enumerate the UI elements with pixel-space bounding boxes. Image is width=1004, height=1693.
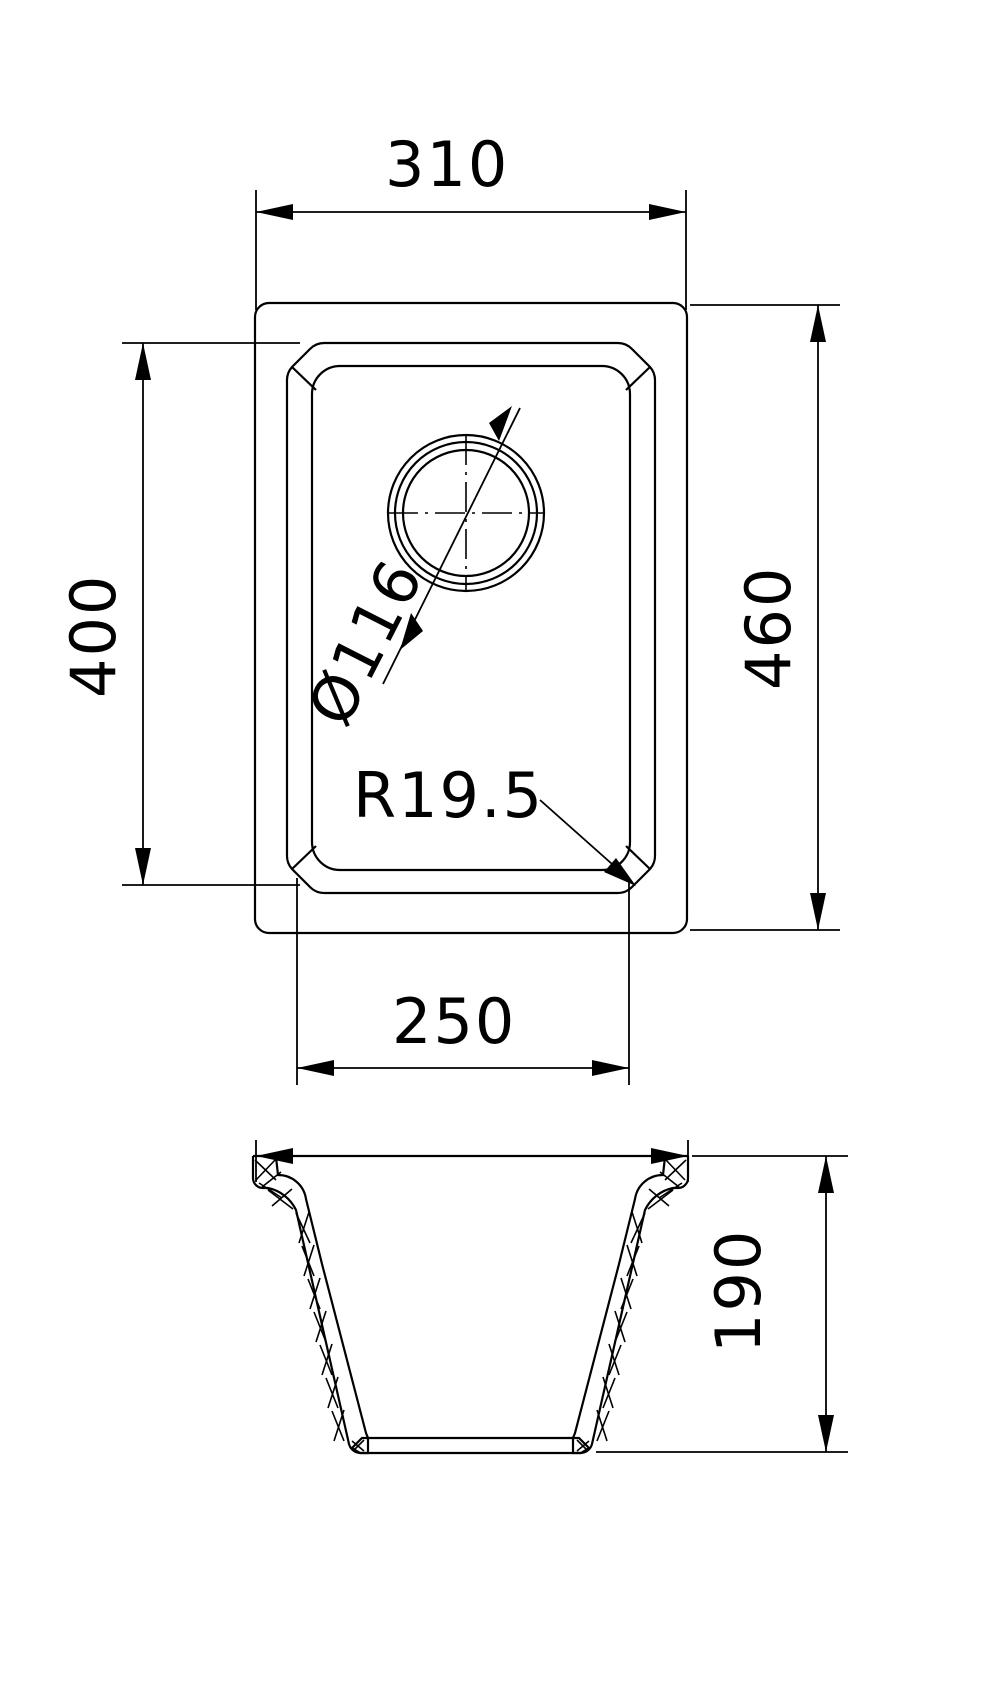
dimension-400: 400	[57, 342, 300, 886]
section-hatch-right	[576, 1158, 687, 1452]
dimension-400-text: 400	[57, 574, 130, 698]
drain-diameter-label: Ø116	[293, 548, 438, 737]
dimension-460-text: 460	[732, 566, 805, 690]
section-wall-right-outer	[573, 1156, 690, 1455]
dimension-250: 250	[296, 878, 630, 1085]
corner-radius-leader	[539, 799, 636, 886]
section-wall-left-inner	[274, 1156, 370, 1439]
dimension-190-text: 190	[702, 1229, 775, 1353]
plan-view: Ø116 R19.5 310	[57, 128, 840, 1085]
corner-chamfer-top-left	[291, 366, 317, 391]
corner-chamfer-bottom-right	[625, 845, 651, 870]
section-bottom-left-joint	[350, 1436, 370, 1455]
dimension-190: 190	[596, 1155, 848, 1453]
basin-bowl-outline	[310, 364, 632, 872]
dimension-460: 460	[690, 304, 840, 931]
section-wall-left-outer	[251, 1156, 368, 1455]
section-view: 190	[251, 1140, 848, 1455]
dimension-310: 310	[255, 128, 687, 310]
dimension-250-text: 250	[392, 985, 516, 1058]
dimension-310-text: 310	[385, 128, 509, 201]
section-bottom-right-joint	[571, 1436, 591, 1455]
section-top-dimension	[255, 1140, 689, 1182]
corner-chamfer-bottom-left	[291, 845, 317, 870]
section-hatch-left	[254, 1158, 365, 1452]
drain-diameter-text: Ø116	[293, 548, 438, 737]
corner-chamfer-top-right	[625, 366, 651, 391]
corner-radius-text: R19.5	[353, 759, 544, 832]
drain-diameter-leader	[382, 406, 521, 685]
sink-outer-outline	[253, 301, 689, 935]
section-wall-right-inner	[571, 1156, 667, 1439]
